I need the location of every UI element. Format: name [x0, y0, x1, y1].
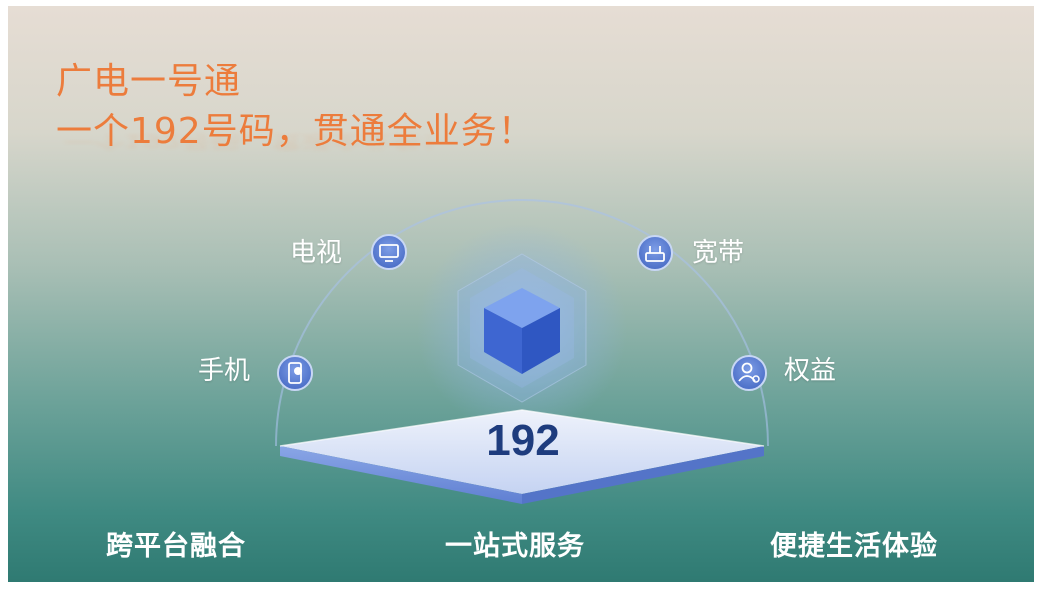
- center-number: 192: [486, 416, 560, 465]
- headline-subtitle: 一个192号码，贯通全业务！: [56, 111, 535, 152]
- cube-icon: [484, 288, 560, 374]
- router-icon: [637, 235, 673, 271]
- feature-cross-platform: 跨平台融合: [106, 531, 246, 562]
- service-label-mobile: 手机: [198, 356, 251, 386]
- service-label-benefits: 权益: [784, 356, 837, 386]
- user-icon: [731, 355, 767, 391]
- phone-icon: [277, 355, 313, 391]
- service-arc: [275, 199, 769, 447]
- service-label-tv: 电视: [290, 238, 343, 268]
- tv-icon: [371, 234, 407, 270]
- feature-convenient-life: 便捷生活体验: [770, 531, 938, 562]
- platform: [279, 409, 765, 504]
- service-label-broadband: 宽带: [692, 238, 745, 268]
- feature-one-stop: 一站式服务: [445, 531, 585, 562]
- service-diagram: [275, 199, 769, 504]
- headline-title: 广电一号通: [56, 61, 242, 102]
- promo-banner: 广电一号通 一个192号码，贯通全业务！ 一个192号码，贯通全业务！: [8, 6, 1034, 582]
